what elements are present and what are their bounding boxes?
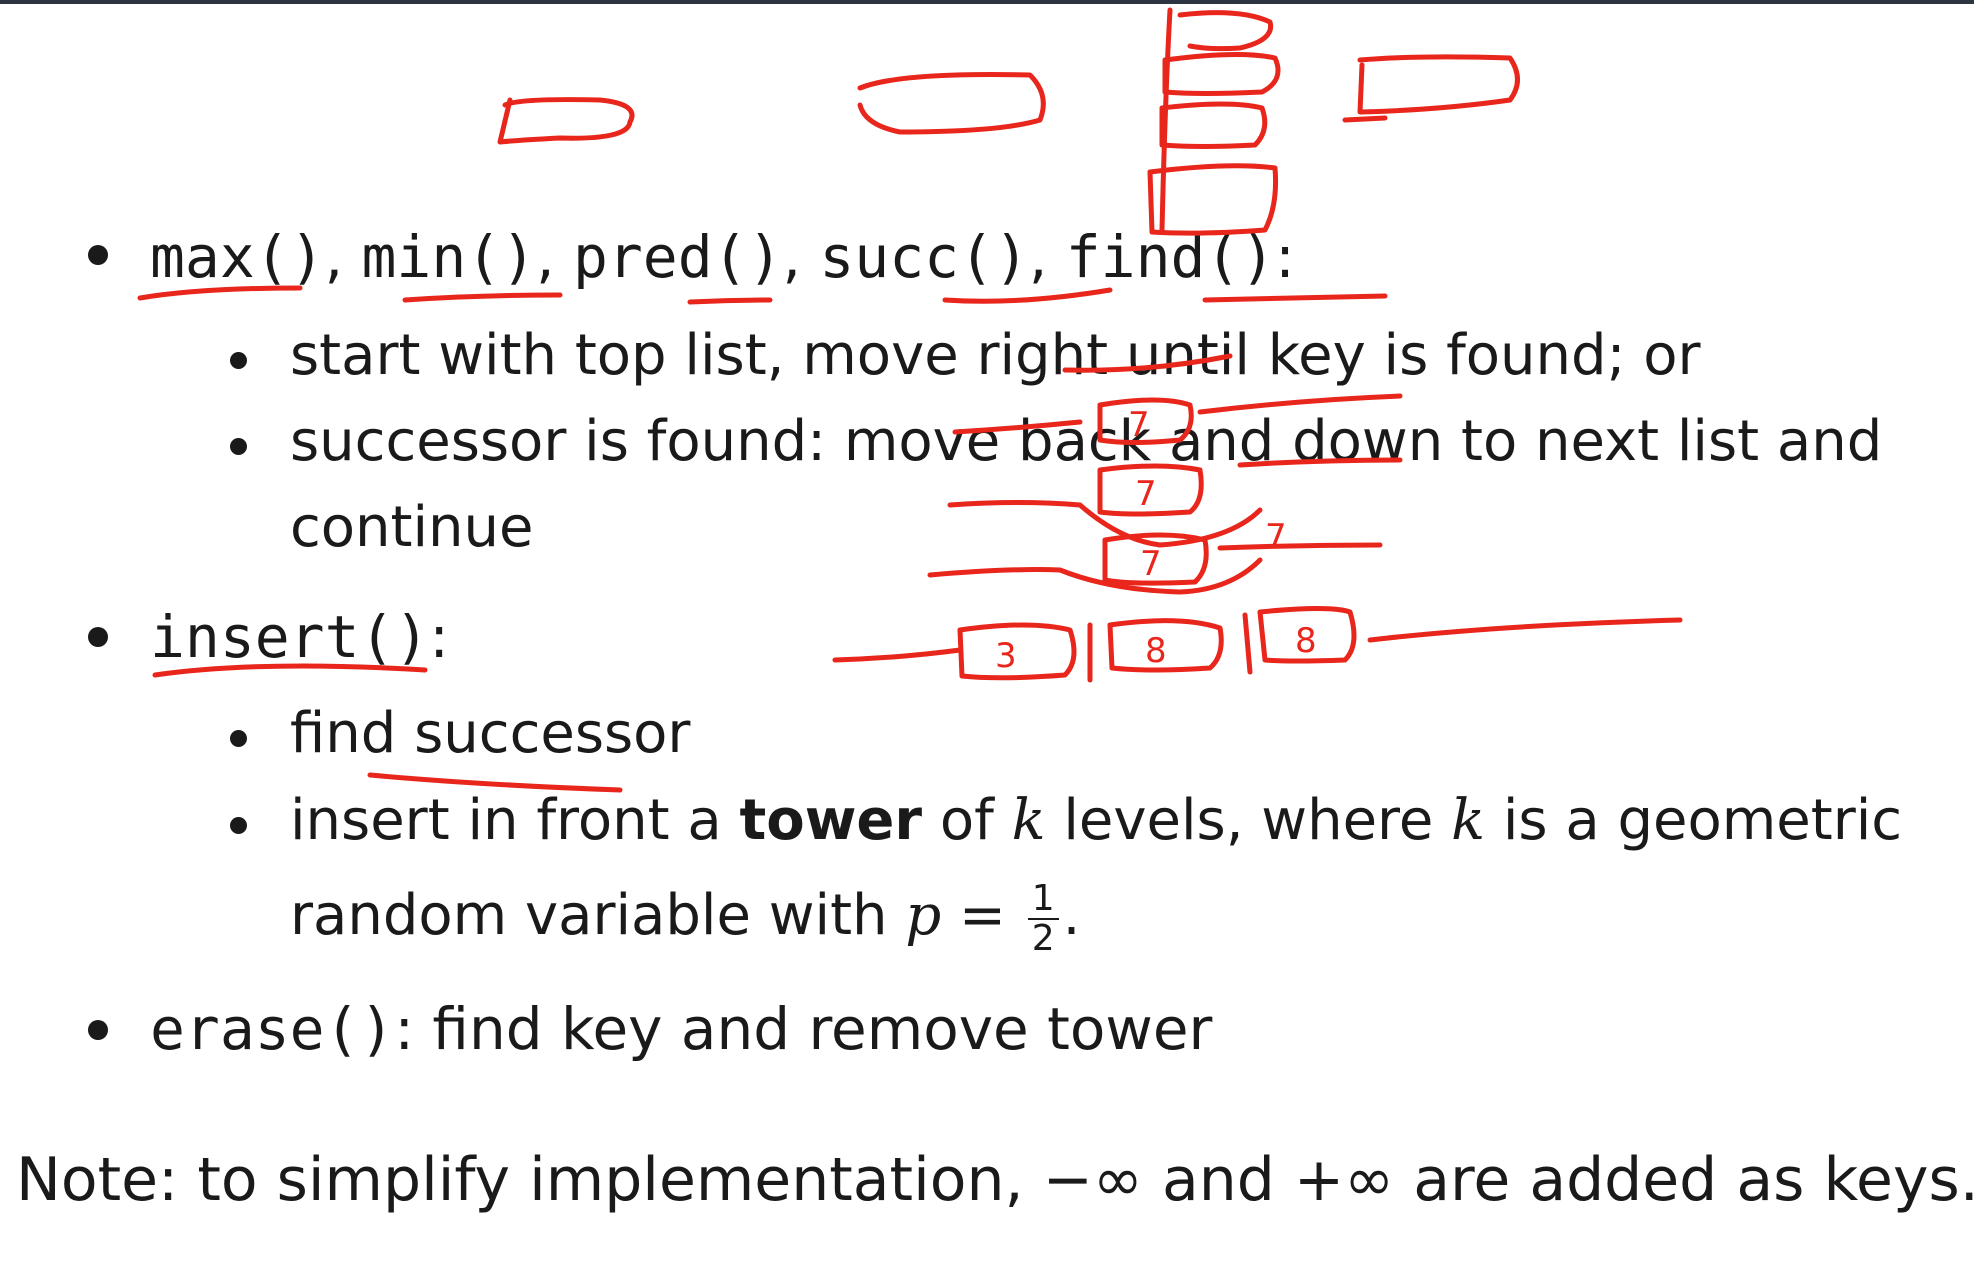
text: is a geometric	[1485, 788, 1903, 853]
text: levels, where	[1045, 788, 1452, 853]
colon: :	[429, 603, 449, 671]
bullet-erase	[88, 1020, 108, 1040]
text: insert in front a	[290, 788, 740, 853]
op-find: find()	[1065, 223, 1276, 291]
op-insert: insert()	[150, 603, 430, 671]
bullet-insert-sub-2	[230, 817, 247, 834]
sep: ,	[782, 223, 820, 291]
op-erase: erase()	[150, 995, 395, 1063]
colon: :	[1275, 223, 1295, 291]
insert-sub-2: insert in front a tower of k levels, whe…	[290, 793, 1902, 849]
op-min: min()	[361, 223, 537, 291]
erase-line: erase(): find key and remove tower	[150, 1000, 1212, 1058]
insert-sub-1: find successor	[290, 701, 691, 766]
frac-num: 1	[1027, 880, 1059, 920]
insert-line: insert():	[150, 608, 449, 666]
bullet-ops	[88, 245, 108, 265]
bullet-insert-sub-1	[230, 730, 247, 747]
sep: ,	[536, 223, 573, 291]
sep: ,	[324, 223, 362, 291]
equals: =	[941, 882, 1024, 948]
find-sub-1: start with top list, move right until ke…	[290, 323, 1701, 388]
period: .	[1062, 882, 1081, 948]
find-sub-3: continue	[290, 495, 534, 560]
ops-line: max(), min(), pred(), succ(), find():	[150, 228, 1295, 286]
frac-den: 2	[1031, 917, 1055, 959]
var-k: k	[1451, 788, 1486, 853]
bullet-find-sub-2	[230, 438, 247, 455]
top-border	[0, 0, 1974, 4]
text: random variable with	[290, 882, 906, 948]
op-pred: pred()	[572, 223, 783, 291]
note: Note: to simplify implementation, −∞ and…	[16, 1145, 1974, 1215]
op-max: max()	[150, 223, 325, 291]
tower-word: tower	[739, 788, 923, 853]
find-sub-2: successor is found: move back and down t…	[290, 409, 1883, 474]
op-succ: succ()	[819, 223, 1029, 291]
bullet-insert	[88, 627, 108, 647]
bullet-find-sub-1	[230, 352, 247, 369]
text: : find key and remove tower	[394, 995, 1213, 1063]
text: of	[922, 788, 1012, 853]
var-k: k	[1011, 788, 1046, 853]
sep: ,	[1028, 223, 1066, 291]
var-p: p	[905, 882, 942, 948]
